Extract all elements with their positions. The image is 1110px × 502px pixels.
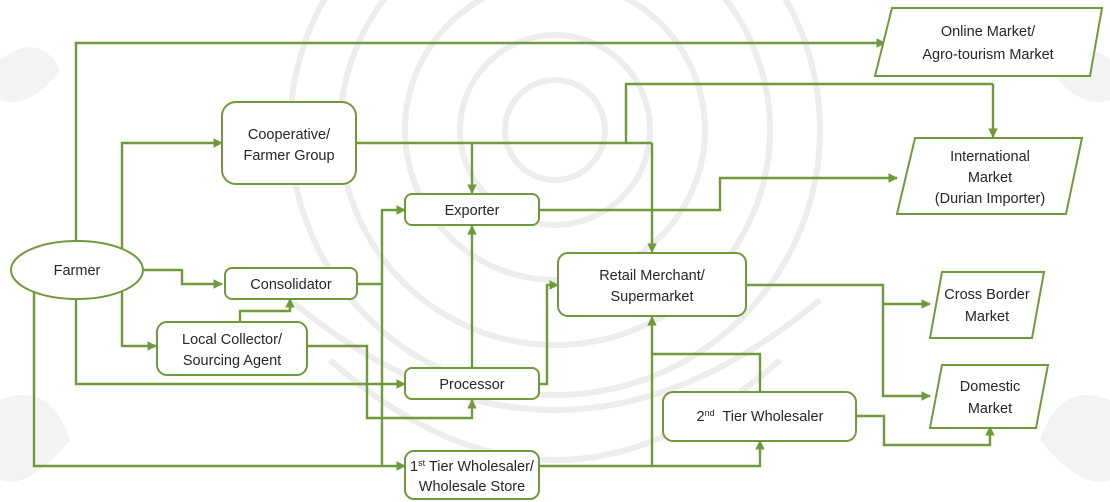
node-international-market: International Market (Durian Importer) <box>897 138 1082 214</box>
edge-retail-online-intl <box>626 84 993 143</box>
node-first-tier-wholesaler: 1st Tier Wholesaler/ Wholesale Store <box>405 451 539 499</box>
node-consolidator: Consolidator <box>225 268 357 299</box>
edge-first-tier-second-tier <box>652 441 760 466</box>
edge-retail-cross-border <box>746 285 930 304</box>
retail-line-1: Retail Merchant/ <box>599 268 706 284</box>
cross-border-line-1: Cross Border <box>944 287 1030 303</box>
online-market-line-1: Online Market/ <box>941 24 1036 40</box>
consolidator-label: Consolidator <box>250 277 332 293</box>
edge-processor-retail <box>539 285 558 384</box>
international-line-2: Market <box>968 170 1012 186</box>
node-second-tier-wholesaler: 2nd Tier Wholesaler <box>663 392 856 441</box>
node-local-collector: Local Collector/ Sourcing Agent <box>157 322 307 375</box>
cooperative-line-1: Cooperative/ <box>248 127 331 143</box>
edge-farmer-cooperative <box>122 143 222 250</box>
exporter-label: Exporter <box>445 203 500 219</box>
first-tier-line-2: Wholesale Store <box>419 479 525 495</box>
international-line-1: International <box>950 149 1030 165</box>
domestic-line-1: Domestic <box>960 379 1020 395</box>
node-exporter: Exporter <box>405 194 539 225</box>
node-online-market: Online Market/ Agro-tourism Market <box>875 8 1102 76</box>
cross-border-line-2: Market <box>965 309 1009 325</box>
edge-retail-domestic <box>883 304 930 396</box>
edge-farmer-consolidator <box>143 270 222 284</box>
retail-line-2: Supermarket <box>610 289 693 305</box>
node-retail-merchant: Retail Merchant/ Supermarket <box>558 253 746 316</box>
cooperative-line-2: Farmer Group <box>243 148 334 164</box>
edge-exporter-international <box>539 178 897 210</box>
local-collector-line-1: Local Collector/ <box>182 332 283 348</box>
international-line-3: (Durian Importer) <box>935 191 1045 207</box>
first-tier-line-1: 1st Tier Wholesaler/ <box>410 458 535 475</box>
node-processor: Processor <box>405 368 539 399</box>
node-cross-border-market: Cross Border Market <box>930 272 1044 338</box>
edge-local-collector-consolidator <box>240 299 290 322</box>
second-tier-label: 2nd Tier Wholesaler <box>697 408 824 425</box>
online-market-line-2: Agro-tourism Market <box>922 47 1053 63</box>
farmer-label: Farmer <box>54 263 101 279</box>
node-cooperative: Cooperative/ Farmer Group <box>222 102 356 184</box>
node-farmer: Farmer <box>11 241 143 299</box>
edge-farmer-local-collector <box>122 290 156 346</box>
domestic-line-2: Market <box>968 401 1012 417</box>
processor-label: Processor <box>439 377 504 393</box>
node-domestic-market: Domestic Market <box>930 365 1048 428</box>
local-collector-line-2: Sourcing Agent <box>183 353 281 369</box>
